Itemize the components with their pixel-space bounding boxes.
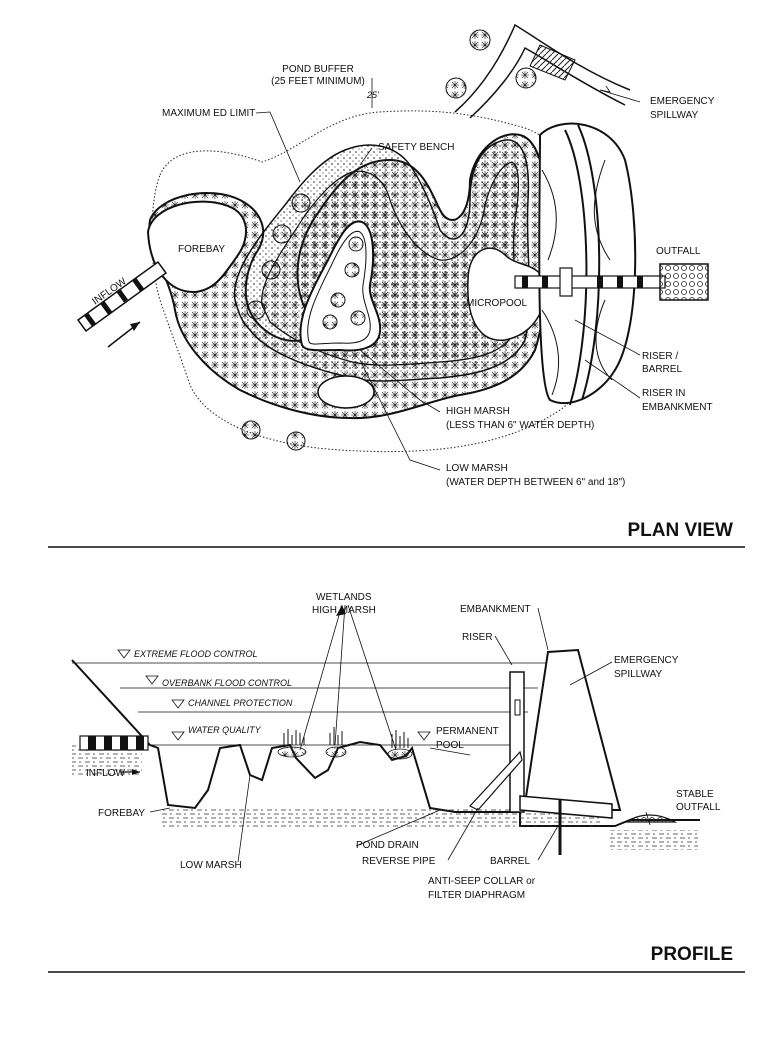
label-safety-bench: SAFETY BENCH — [378, 142, 455, 153]
label-riser-in: RISER IN — [642, 388, 685, 399]
water-level-triangles — [117, 649, 431, 741]
label-wetlands-high-marsh: HIGH MARSH — [312, 605, 376, 616]
label-outfall: OUTFALL — [656, 246, 701, 257]
label-pond-buffer-2: (25 FEET MINIMUM) — [271, 76, 365, 87]
label-barrel: BARREL — [642, 364, 682, 375]
label-forebay: FOREBAY — [98, 808, 145, 819]
plan-view: POND BUFFER (25 FEET MINIMUM) 25' MAXIMU… — [48, 23, 745, 548]
label-riser: RISER / — [642, 351, 678, 362]
label-low-marsh: LOW MARSH — [180, 860, 242, 871]
label-spillway: SPILLWAY — [614, 669, 662, 680]
label-buffer-dim: 25' — [366, 90, 379, 100]
label-channel-protection: CHANNEL PROTECTION — [188, 698, 293, 708]
lower-pool — [317, 375, 375, 409]
plan-leaders — [255, 78, 641, 471]
label-low-marsh: LOW MARSH — [446, 463, 508, 474]
emergency-spillway — [454, 23, 631, 119]
label-filter-diaphragm: FILTER DIAPHRAGM — [428, 890, 525, 901]
label-low-marsh-depth: (WATER DEPTH BETWEEN 6" and 18") — [446, 477, 625, 488]
pond-buffer-outline — [151, 110, 595, 453]
label-micropool: MICROPOOL — [466, 298, 528, 309]
embankment — [538, 122, 637, 406]
outfall-pipe — [514, 263, 709, 301]
label-wetlands: WETLANDS — [316, 592, 372, 603]
profile-title: PROFILE — [651, 944, 733, 965]
label-inflow: INFLOW — [86, 768, 125, 779]
label-water-quality: WATER QUALITY — [188, 725, 262, 735]
forebay — [146, 200, 248, 294]
reverse-pipe — [469, 750, 523, 811]
label-spillway: SPILLWAY — [650, 110, 698, 121]
profile-inflow-pipe — [79, 735, 149, 775]
barrel-pipe — [519, 795, 613, 819]
label-pool: POOL — [436, 740, 464, 751]
label-embankment: EMBANKMENT — [460, 604, 531, 615]
profile-leaders — [149, 604, 651, 863]
label-pond-buffer-1: POND BUFFER — [282, 64, 354, 75]
label-emergency: EMERGENCY — [614, 655, 679, 666]
label-riser: RISER — [462, 632, 493, 643]
water-level-lines — [72, 662, 548, 746]
wetland-marsh-mounds — [277, 746, 413, 760]
label-permanent: PERMANENT — [436, 726, 499, 737]
label-anti-seep-collar: ANTI-SEEP COLLAR or — [428, 876, 536, 887]
label-overbank-flood-control: OVERBANK FLOOD CONTROL — [162, 678, 292, 688]
label-stable: STABLE — [676, 789, 714, 800]
profile-embankment — [522, 648, 622, 811]
ground-fill-outfall — [608, 830, 698, 850]
label-pond-drain: POND DRAIN — [356, 840, 419, 851]
label-forebay: FOREBAY — [178, 244, 225, 255]
label-emergency: EMERGENCY — [650, 96, 715, 107]
wetlands-arrow — [336, 605, 346, 616]
riser-opening — [514, 699, 521, 716]
label-outfall: OUTFALL — [676, 802, 721, 813]
stable-outfall — [622, 814, 678, 823]
label-maximum-ed-limit: MAXIMUM ED LIMIT — [162, 108, 255, 119]
label-reverse-pipe: REVERSE PIPE — [362, 856, 436, 867]
island-trees — [322, 236, 366, 330]
inflow-pipe — [76, 260, 168, 348]
ground-fill-bottom — [160, 808, 600, 828]
label-barrel: BARREL — [490, 856, 530, 867]
label-embankment: EMBANKMENT — [642, 402, 713, 413]
wetland-plants — [283, 727, 409, 748]
profile-view: WETLANDS HIGH MARSH EMBANKMENT RISER EME… — [48, 592, 745, 973]
plan-view-title: PLAN VIEW — [627, 520, 733, 541]
riser-structure — [509, 671, 525, 813]
label-extreme-flood-control: EXTREME FLOOD CONTROL — [134, 649, 258, 659]
label-high-marsh-depth: (LESS THAN 6" WATER DEPTH) — [446, 420, 594, 431]
trees — [241, 29, 537, 451]
label-high-marsh: HIGH MARSH — [446, 406, 510, 417]
